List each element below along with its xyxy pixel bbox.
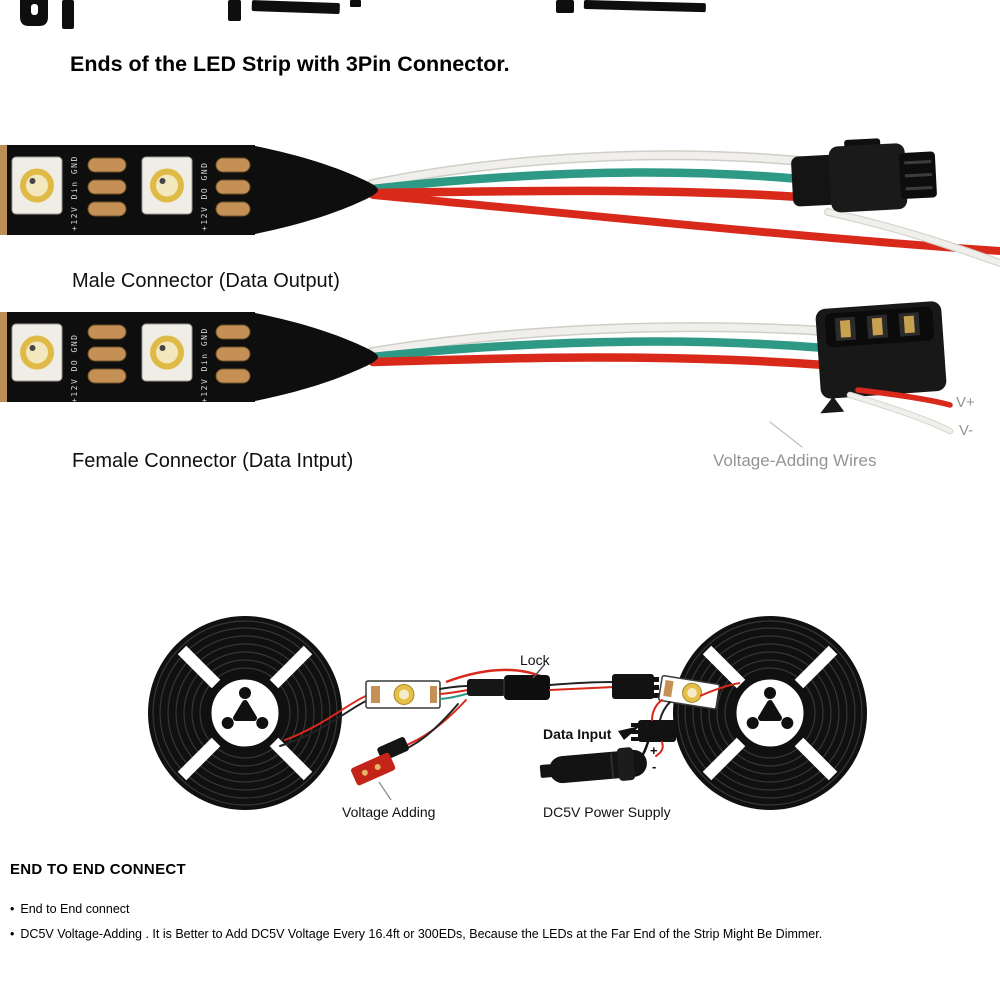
reel-right xyxy=(673,616,867,810)
bullet-icon: • xyxy=(10,902,15,916)
voltage-adding-wires xyxy=(769,387,954,448)
v-minus-wire xyxy=(847,392,953,434)
strip-cut-edge xyxy=(0,145,7,235)
plus-label: + xyxy=(650,743,658,758)
heat-shrink-taper xyxy=(250,145,378,235)
voltage-red-wire xyxy=(369,191,1000,255)
page-title: Ends of the LED Strip with 3Pin Connecto… xyxy=(70,52,510,76)
bullet-icon: • xyxy=(10,927,15,941)
segment-wires xyxy=(439,685,471,700)
footer-bullet-text: DC5V Voltage-Adding . It is Better to Ad… xyxy=(20,927,823,941)
voltage-adding-label: Voltage Adding xyxy=(342,804,436,820)
connector-latch xyxy=(820,396,845,414)
led-chip xyxy=(141,323,193,382)
white-wire xyxy=(368,151,804,188)
connection-diagram-graphic xyxy=(148,616,867,810)
led-chip xyxy=(11,323,63,382)
led-chip xyxy=(11,156,63,215)
minus-label: - xyxy=(652,759,657,774)
strip-segment-left xyxy=(365,680,441,709)
red-wire xyxy=(368,186,805,202)
male-connector xyxy=(791,138,937,213)
lock-pointer-line xyxy=(532,663,546,679)
strip-marking: +12V Din GND xyxy=(70,155,79,231)
data-input-label: Data Input xyxy=(543,726,612,742)
green-wire xyxy=(367,168,805,194)
v-plus-wire xyxy=(855,387,953,408)
solder-pads xyxy=(215,324,251,384)
strip-marking: +12V DO GND xyxy=(200,161,209,231)
female-connector xyxy=(815,301,947,414)
voltage-white-wire xyxy=(825,209,1000,266)
female-wires xyxy=(367,322,830,370)
v-minus-label: V- xyxy=(959,422,974,439)
leader-line xyxy=(769,421,803,448)
voltage-adding-connector xyxy=(351,737,409,786)
lock-connector-pair xyxy=(467,675,550,700)
strip-segment-right xyxy=(658,675,721,710)
solder-pads xyxy=(87,157,127,217)
female-connector-label: Female Connector (Data Intput) xyxy=(72,450,354,472)
green-wire xyxy=(367,337,830,362)
reel-left xyxy=(148,616,342,810)
lock-label: Lock xyxy=(520,652,550,668)
reel-entry-wire xyxy=(699,682,741,697)
data-input-arrow xyxy=(618,726,640,740)
red-wire xyxy=(368,353,830,370)
male-wires xyxy=(367,150,1000,267)
voltage-adding-pointer-line xyxy=(378,781,392,801)
v-plus-label: V+ xyxy=(956,394,975,411)
link-wires xyxy=(549,681,615,691)
power-supply-device xyxy=(539,747,647,784)
female-strip-graphic xyxy=(0,301,954,448)
cropped-image-fragments xyxy=(20,0,706,29)
footer-bullet-text: End to End connect xyxy=(20,902,130,916)
led-chip xyxy=(141,156,193,215)
strip-cut-edge xyxy=(0,312,7,402)
led-strip-female xyxy=(0,312,378,402)
male-connector-label: Male Connector (Data Output) xyxy=(72,270,340,292)
strip-marking: +12V DO GND xyxy=(70,333,79,403)
footer-heading: END TO END CONNECT xyxy=(10,861,186,878)
voltage-adding-wires-label: Voltage-Adding Wires xyxy=(713,451,877,470)
footer-bullet-1: • End to End connect xyxy=(10,902,130,916)
solder-pads xyxy=(215,157,251,217)
white-wire xyxy=(368,323,829,356)
power-supply-label: DC5V Power Supply xyxy=(543,804,671,820)
data-connector xyxy=(612,674,659,699)
reel-exit-wires xyxy=(279,694,369,747)
heat-shrink-taper xyxy=(250,312,378,402)
strip-marking: +12V Din GND xyxy=(200,327,209,403)
male-strip-graphic xyxy=(0,138,1000,267)
power-connector xyxy=(631,720,676,742)
led-strip-male xyxy=(0,145,378,235)
solder-pads xyxy=(87,324,127,384)
footer-bullet-2: • DC5V Voltage-Adding . It is Better to … xyxy=(10,927,822,941)
